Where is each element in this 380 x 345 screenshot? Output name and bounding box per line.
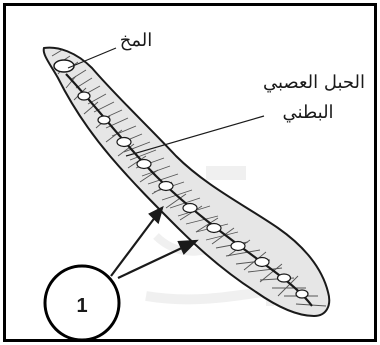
nerve-cord-label-line1: الحبل العصبي [263, 72, 365, 93]
leech-diagram: المخ الحبل العصبي البطني 1 [6, 6, 374, 339]
marker-number: 1 [76, 295, 87, 317]
diagram-frame: المخ الحبل العصبي البطني 1 [3, 3, 377, 342]
brain [54, 60, 74, 72]
brain-label: المخ [120, 30, 153, 51]
nerve-cord-label-line2: البطني [282, 102, 333, 123]
